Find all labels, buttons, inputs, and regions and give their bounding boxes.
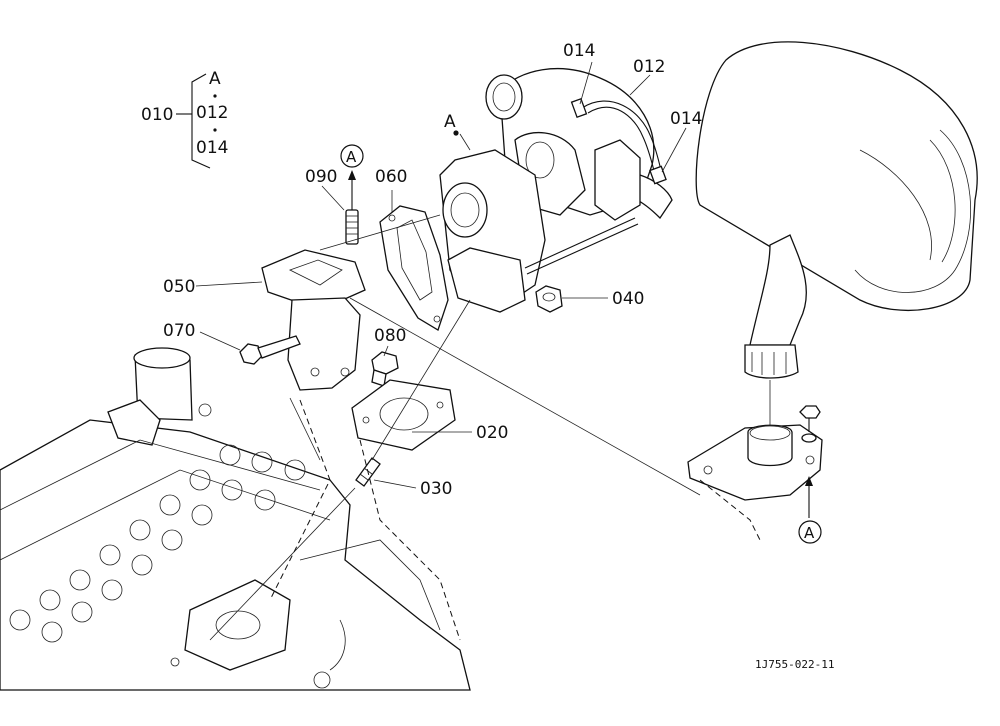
- label-020: 020: [476, 423, 508, 443]
- turbocharger: [439, 67, 673, 313]
- label-012: 012: [633, 57, 665, 77]
- label-a-turbo: A: [444, 112, 456, 132]
- label-014-top: 014: [563, 41, 595, 61]
- svg-text:A: A: [346, 148, 357, 166]
- muffler: [695, 41, 978, 379]
- circle-a-bottom: A: [798, 520, 822, 544]
- label-060: 060: [375, 167, 407, 187]
- bolt-070: [239, 335, 301, 365]
- label-040: 040: [612, 289, 644, 309]
- arrow-a-bottom: [805, 476, 813, 518]
- engine-block: [0, 347, 471, 691]
- marker-a-dot: [453, 130, 459, 136]
- clamp-014-top: [570, 97, 588, 119]
- group-main-label: 010: [141, 105, 173, 125]
- group-member-a: A: [209, 69, 221, 89]
- label-090: 090: [305, 167, 337, 187]
- assembly-lines: [209, 214, 771, 641]
- group-bracket: 010 A 012 014: [141, 69, 228, 169]
- gasket-060: [379, 205, 449, 331]
- bolt-080: [371, 351, 399, 387]
- leader-lines: [195, 61, 687, 489]
- clamp-014-right: [649, 165, 667, 185]
- group-member-014: 014: [196, 138, 228, 158]
- label-070: 070: [163, 321, 195, 341]
- label-080: 080: [374, 326, 406, 346]
- muffler-bracket: [687, 405, 823, 501]
- circle-a-top: A: [340, 144, 364, 168]
- label-050: 050: [163, 277, 195, 297]
- label-030: 030: [420, 479, 452, 499]
- stud-090: [345, 170, 359, 245]
- gasket-020: [351, 379, 456, 451]
- nut-040: [535, 285, 563, 313]
- reference-code: 1J755-022-11: [755, 658, 834, 671]
- elbow-050: [261, 249, 366, 391]
- group-member-012: 012: [196, 103, 228, 123]
- label-014-right: 014: [670, 109, 702, 129]
- svg-text:A: A: [804, 524, 815, 542]
